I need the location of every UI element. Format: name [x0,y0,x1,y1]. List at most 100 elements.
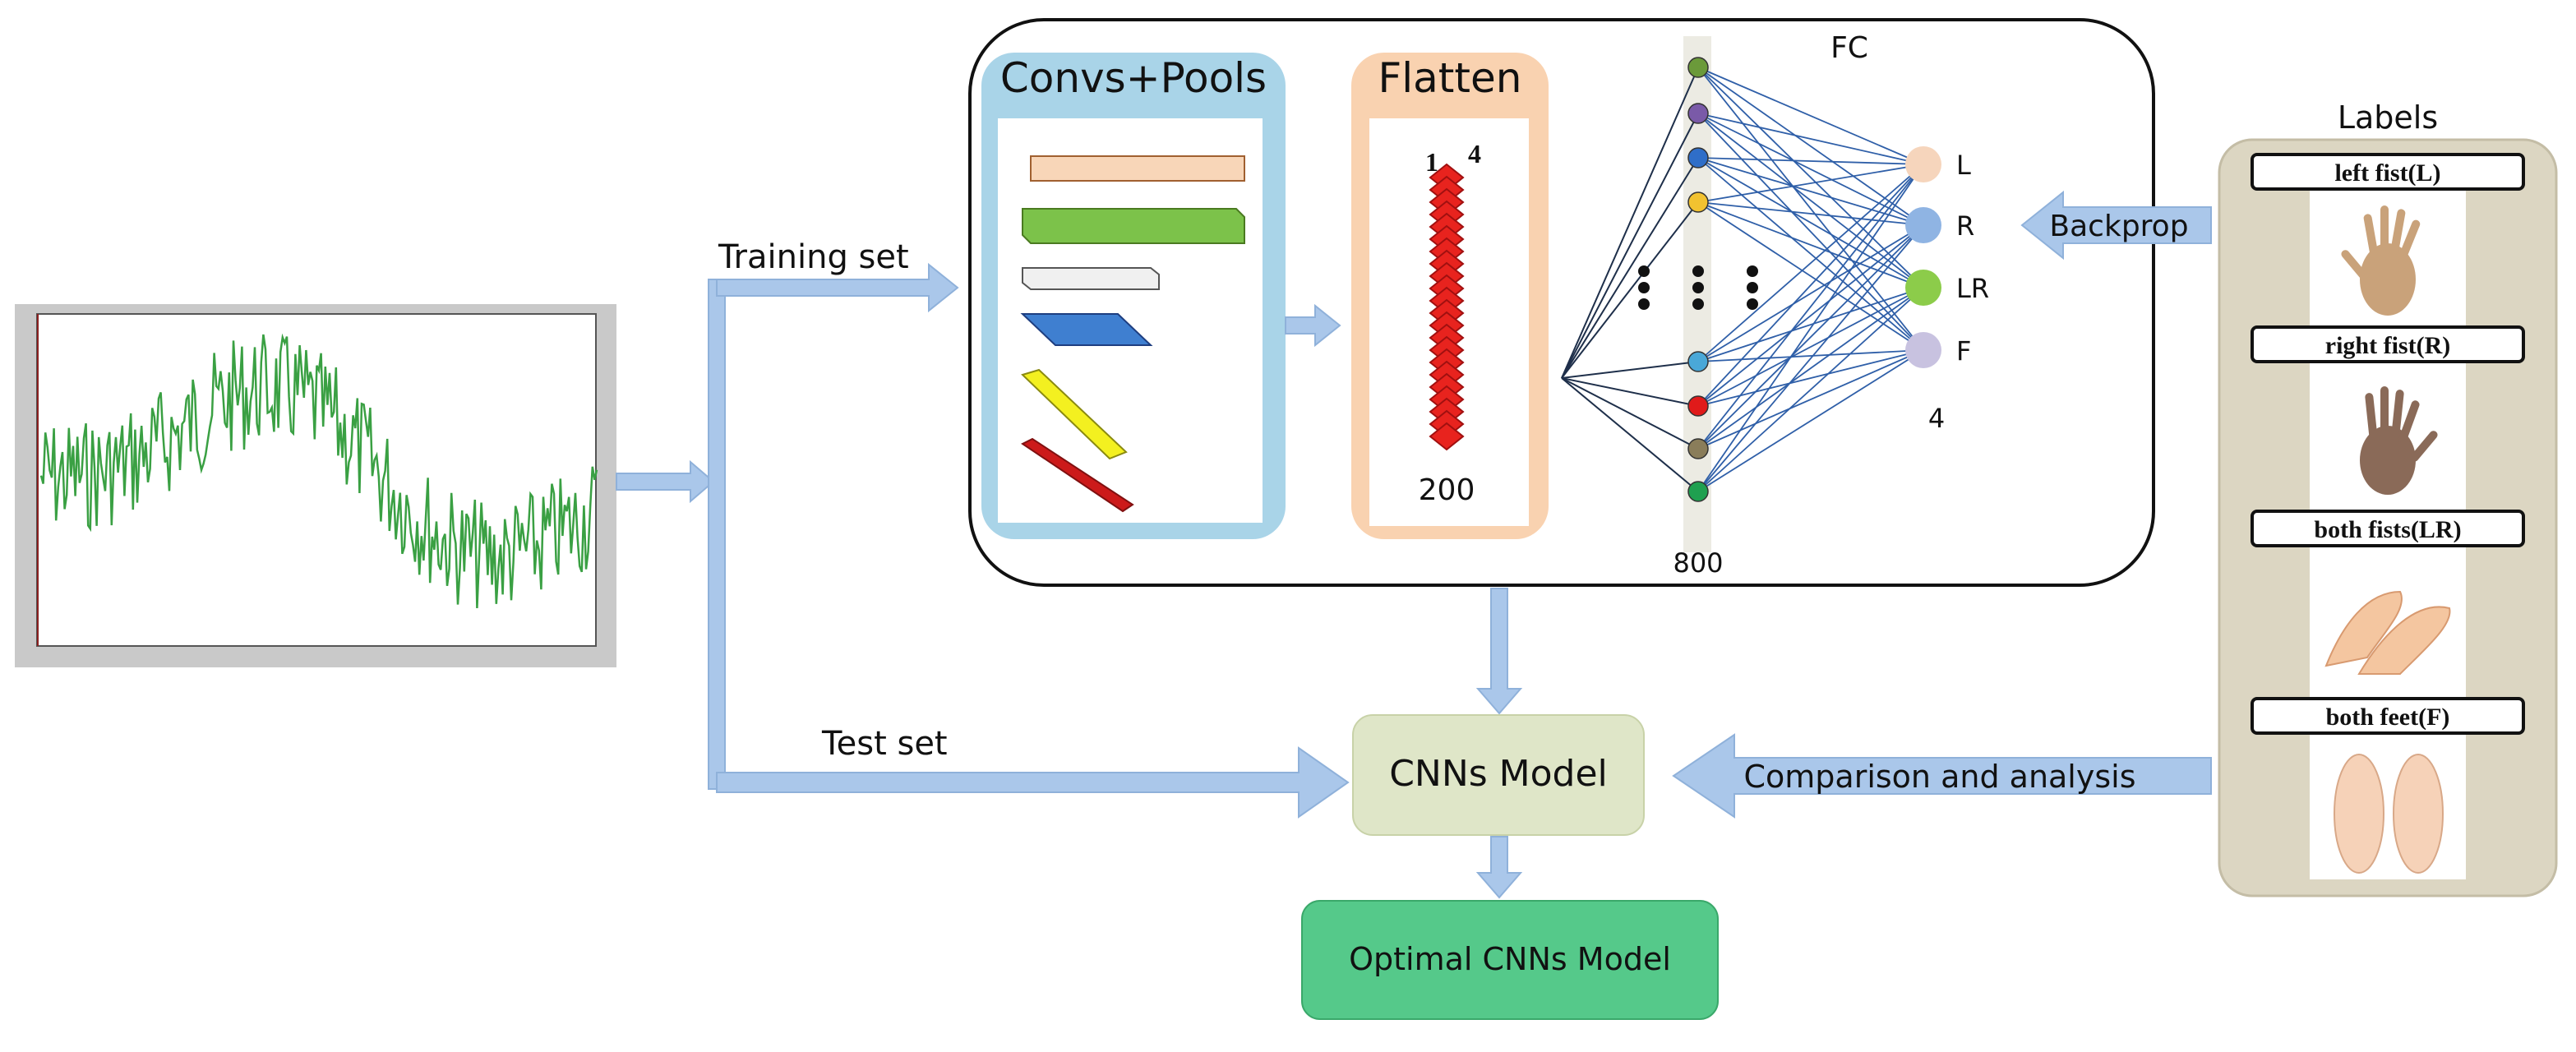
hidden-node [1687,191,1709,213]
fc-connection [1697,224,1924,407]
signal-trace [39,333,598,609]
fc-connection [1697,349,1924,407]
ellipsis-dot [1747,265,1758,277]
comparison-label: Comparison and analysis [1743,759,2135,795]
fc-connection [1697,224,1924,492]
fc-connection [1697,201,1924,351]
fc-connection [1697,224,1924,362]
network-to-model-arrow [1475,588,1523,715]
output-node-lr [1905,270,1941,306]
fc-title: FC [1830,31,1868,65]
optimal-model-box [1301,900,1719,1020]
hidden-node [1687,103,1709,124]
fc-connection [1697,157,1924,351]
fc-connection [1697,164,1924,450]
flatten-unit [1429,422,1465,451]
label-box-right-fist [2251,325,2525,363]
fc-connection [1697,164,1924,407]
both-feet-icon [2334,754,2444,874]
hidden-node [1687,351,1709,372]
optimal-model-label: Optimal CNNs Model [1349,941,1671,977]
label-both-feet: both feet(F) [2326,704,2450,731]
fc-connection [1697,287,1924,407]
input-connection [1561,361,1699,379]
fc-connection [1697,201,1924,288]
input-layer [1030,155,1245,182]
fc-connection [1697,224,1924,450]
right-hand-icon [2360,386,2438,495]
conv-layer-3 [1021,437,1134,513]
input-connection [1561,377,1699,450]
flatten-title: Flatten [1378,54,1522,102]
fc-connection [1697,157,1924,226]
fc-connection [1697,164,1924,492]
input-connection [1561,201,1699,379]
ellipsis-dot [1692,265,1704,277]
fc-connection [1697,201,1924,226]
hidden-node [1687,147,1709,168]
labels-panel: Labels left fist(L) right fist(R) both f… [2218,99,2558,897]
flatten-width: 4 [1468,139,1481,168]
split-vertical-bar [708,279,726,790]
fc-connection [1697,287,1924,362]
flatten-start-index: 1 [1425,147,1438,177]
label-box-left-fist [2251,153,2525,191]
backprop-arrow [2020,190,2212,261]
labels-title: Labels [2338,99,2438,136]
fc-connection [1697,113,1924,351]
input-connection [1561,377,1699,407]
output-label: R [1956,210,1974,242]
flatten-count: 200 [1419,473,1475,507]
label-box-both-fists [2251,510,2525,547]
training-set-label: Training set [718,238,909,276]
ellipsis-dot [1638,265,1650,277]
fc-connection [1697,349,1924,450]
output-node-f [1905,332,1941,368]
fc-connection [1697,157,1924,288]
output-label: L [1956,150,1971,181]
output-count: 4 [1928,403,1945,434]
ellipsis-dot [1692,298,1704,310]
cnns-model-box [1352,714,1645,836]
convs-to-flatten-arrow [1285,303,1341,348]
data-split-arrows: Training set Test set [616,238,1350,819]
hidden-node [1687,481,1709,502]
output-label: LR [1956,273,1989,304]
training-arrow [716,262,959,313]
fc-connection [1697,349,1924,362]
hidden-node [1687,395,1709,417]
fc-connection [1697,287,1924,450]
pool-layer-2 [1021,368,1128,460]
output-label: F [1956,335,1971,367]
conv-layer-1 [1022,208,1245,244]
fc-connection [1697,67,1924,165]
test-arrow [716,746,1350,819]
ellipsis-dot [1638,282,1650,293]
fc-connection [1697,67,1924,351]
ellipsis-dot [1747,282,1758,293]
fc-connection [1697,349,1924,492]
fc-connection [1697,113,1924,165]
left-hand-icon [2341,205,2421,316]
label-both-fists: both fists(LR) [2314,516,2461,543]
eeg-signal-plot [15,304,616,667]
fc-connection [1697,157,1924,165]
ellipsis-dot [1692,282,1704,293]
input-connection [1561,157,1699,379]
model-to-optimal-arrow [1475,836,1523,899]
label-box-both-feet [2251,697,2525,735]
flatten-block: Flatten 1 4 200 [1351,53,1549,539]
input-connection [1561,377,1699,492]
fc-connection [1697,113,1924,288]
label-right-fist: right fist(R) [2325,332,2450,359]
fc-connection [1697,164,1924,362]
fc-connection [1697,67,1924,226]
ellipsis-dot [1638,298,1650,310]
input-connection [1561,67,1699,379]
fc-connection [1697,164,1924,203]
comparison-arrow [1672,733,2212,819]
signal-to-split-arrow [616,459,715,504]
backprop-label: Backprop [2049,210,2188,243]
